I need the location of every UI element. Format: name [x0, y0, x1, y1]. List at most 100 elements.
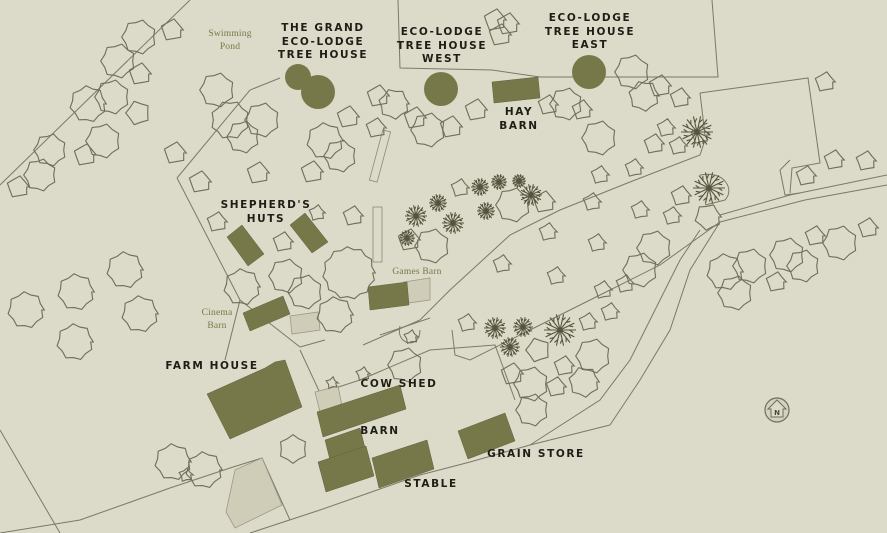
tree-house-west [424, 72, 458, 106]
tree-canopy [403, 328, 420, 345]
ornamental-tree [544, 314, 576, 346]
tree-canopy [600, 302, 621, 321]
tree-canopy [365, 117, 388, 138]
tree-canopy [57, 273, 96, 311]
tree-canopy [769, 237, 804, 273]
grand-tree-house-label-line1: THE GRAND [281, 22, 365, 34]
swimming-pond-label-line2: Pond [219, 41, 241, 52]
tree-canopy [706, 253, 745, 291]
tree-canopy [124, 100, 149, 126]
ornamental-tree [399, 230, 415, 246]
grain-store-label: GRAIN STORE [487, 448, 585, 460]
games-barn-label: Games Barn [392, 267, 442, 277]
ornamental-tree [512, 174, 526, 188]
ornamental-tree [429, 194, 447, 212]
tree-canopy [538, 222, 559, 241]
tree-canopy [211, 101, 249, 139]
swimming-pond-label: Swimming Pond [200, 28, 260, 53]
cinema-barn-label-line2: Barn [207, 320, 227, 331]
tree-canopy [628, 81, 661, 112]
tree-canopy [575, 338, 610, 374]
hay-barn-label: HAY BARN [494, 106, 544, 133]
tree-canopy [450, 178, 471, 197]
tree-canopy [669, 87, 692, 108]
tree-canopy [280, 434, 306, 464]
tree-canopy [121, 295, 160, 333]
tree-canopy [244, 102, 279, 138]
tree-canopy [272, 231, 295, 252]
ornamental-tree [477, 202, 495, 220]
tree-house-east-label-line1: ECO-LODGE [548, 12, 632, 24]
tree-canopy [322, 246, 377, 300]
tree-canopy [496, 12, 521, 35]
shepherds-huts-label-line1: SHEPHERD'S [220, 199, 312, 211]
tree-canopy [622, 252, 657, 288]
tree-canopy [587, 233, 608, 252]
tree-canopy [163, 141, 188, 164]
tree-canopy [614, 54, 649, 90]
tree-canopy [378, 89, 411, 120]
tree-house-west-label-line2: TREE HOUSE [396, 39, 488, 52]
ornamental-tree [500, 337, 520, 357]
tree-canopy [154, 443, 193, 481]
tree-canopy [823, 149, 846, 170]
shepherds-huts-label: SHEPHERD'S HUTS [214, 199, 318, 226]
tree-canopy [590, 165, 611, 184]
tree-canopy [342, 205, 365, 226]
tree-canopy [414, 228, 449, 264]
tree-canopy [94, 79, 129, 115]
games-barn [367, 281, 410, 311]
tree-canopy [568, 367, 601, 398]
tree-house-east-label-line2: TREE HOUSE [544, 25, 636, 38]
north-arrow-icon[interactable]: N [764, 397, 790, 423]
swimming-pond-label-line1: Swimming [208, 29, 252, 39]
tree-canopy [23, 158, 56, 192]
north-arrow-graphic: N [764, 397, 790, 423]
tree-canopy [630, 200, 651, 219]
grand-tree-house-label-line3: TREE HOUSE [277, 49, 369, 61]
tree-canopy [732, 248, 767, 284]
tree-canopy [615, 274, 636, 293]
tree-canopy [457, 313, 478, 332]
ornamental-tree [484, 317, 506, 339]
tree-house-east-label: ECO-LODGE TREE HOUSE EAST [538, 12, 642, 53]
barn-south [317, 445, 375, 493]
ornamental-tree [491, 174, 507, 190]
ornamental-tree [681, 116, 713, 148]
grand-tree-house-label-line2: ECO-LODGE [281, 35, 365, 48]
shepherds-huts-label-line2: HUTS [246, 212, 286, 225]
tree-canopy [226, 120, 259, 154]
tree-canopy [188, 170, 213, 193]
tree-canopy [403, 106, 428, 129]
tree-canopy [464, 98, 489, 121]
tree-canopy [100, 43, 135, 79]
tree-canopy [185, 451, 224, 489]
tree-canopy [287, 274, 322, 310]
tree-house-platforms [285, 55, 606, 109]
cinema-barn [242, 295, 291, 332]
shepherds-hut-left [226, 224, 265, 267]
grain-store [457, 412, 516, 460]
tree-canopy [855, 150, 878, 171]
tree-canopy [515, 393, 548, 427]
tree-canopy [857, 217, 880, 238]
tree-canopy [636, 230, 671, 266]
tree-canopy [545, 376, 568, 397]
tree-house-east [572, 55, 606, 89]
tree-canopy [308, 204, 327, 221]
tree-canopy [492, 254, 513, 273]
buildings [206, 76, 541, 493]
farm-house-label: FARM HOUSE [165, 360, 259, 372]
tree-canopy [814, 71, 837, 92]
tree-canopy [128, 62, 153, 85]
cinema-barn-label-line1: Cinema [201, 308, 233, 318]
barn-label: BARN [360, 425, 400, 437]
tree-canopy [6, 175, 31, 198]
tree-canopy [582, 192, 603, 211]
tree-canopy [553, 355, 576, 376]
farm-house [206, 359, 303, 440]
shepherds-hut-right [289, 212, 329, 254]
tree-canopy [355, 365, 372, 382]
